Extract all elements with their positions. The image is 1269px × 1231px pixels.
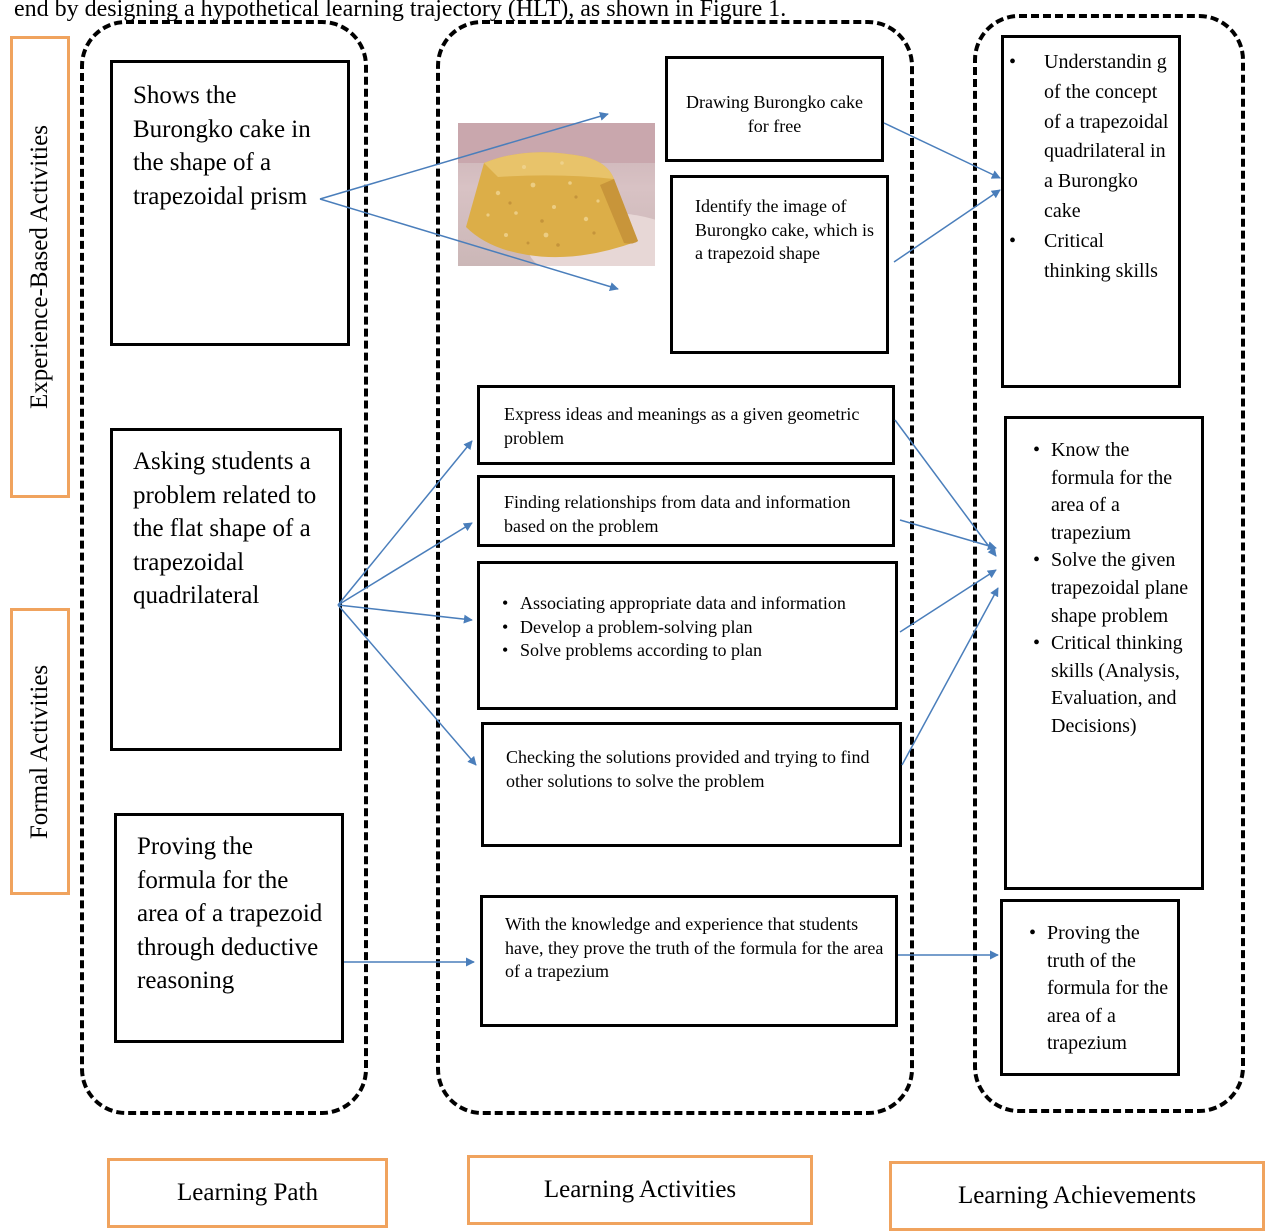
achievement-item: Proving the truth of the formula for the… bbox=[1025, 920, 1173, 1058]
arrow-asking-to-express bbox=[337, 440, 473, 606]
learning-activities-frame bbox=[436, 20, 914, 1115]
arrow-express-to-ach2 bbox=[894, 419, 997, 557]
bottom-label-text: Learning Achievements bbox=[957, 1182, 1197, 1209]
arrow-identify-to-ach1 bbox=[893, 189, 1001, 263]
achievement-item: Critical thinking skills bbox=[1004, 227, 1172, 287]
activity-box-finding: Finding relationships from data and info… bbox=[477, 475, 895, 547]
achievement-item: Solve the given trapezoidal plane shape … bbox=[1029, 547, 1197, 630]
arrow-steps-to-ach2 bbox=[899, 569, 997, 633]
learning-path-frame bbox=[80, 20, 368, 1115]
arrow-asking-to-checking bbox=[337, 604, 477, 766]
path-box-proving-formula: Proving the formula for the area of a tr… bbox=[114, 813, 344, 1043]
activity-box-express: Express ideas and meanings as a given ge… bbox=[477, 385, 895, 465]
path-box-asking-problem: Asking students a problem related to the… bbox=[110, 428, 342, 751]
path-text-show-cake: Shows the Burongko cake in the shape of … bbox=[133, 82, 311, 210]
activity-step-item: Solve problems according to plan bbox=[500, 639, 887, 663]
achievement-list-proving: Proving the truth of the formula for the… bbox=[1025, 920, 1173, 1058]
activity-text-finding: Finding relationships from data and info… bbox=[504, 492, 851, 536]
achievement-box-proving: Proving the truth of the formula for the… bbox=[1000, 899, 1180, 1076]
path-box-show-cake: Shows the Burongko cake in the shape of … bbox=[110, 60, 350, 346]
achievement-box-concept: Understandin g of the concept of a trape… bbox=[1001, 35, 1181, 388]
burongko-cake-image bbox=[458, 123, 655, 266]
activity-text-proving: With the knowledge and experience that s… bbox=[505, 914, 884, 981]
bottom-label-text: Learning Activities bbox=[543, 1176, 737, 1203]
activity-text-checking: Checking the solutions provided and tryi… bbox=[506, 747, 870, 791]
activity-text-drawing: Drawing Burongko cake for free bbox=[686, 92, 863, 136]
activity-steps-list: Associating appropriate data and informa… bbox=[500, 592, 887, 663]
arrow-asking-to-steps bbox=[337, 604, 473, 624]
arrow-path-to-drawing bbox=[319, 111, 609, 200]
achievement-item: Understandin g of the concept of a trape… bbox=[1004, 48, 1172, 227]
learning-achievements-frame bbox=[973, 14, 1245, 1113]
arrow-asking-to-finding bbox=[337, 522, 473, 606]
achievement-item: Know the formula for the area of a trape… bbox=[1029, 437, 1197, 547]
activity-step-item: Develop a problem-solving plan bbox=[500, 616, 887, 640]
arrow-drawing-to-ach1 bbox=[883, 122, 1001, 179]
activity-box-checking: Checking the solutions provided and tryi… bbox=[481, 722, 902, 847]
experience-based-activities-label: Experience-Based Activities bbox=[10, 36, 70, 498]
activity-text-express: Express ideas and meanings as a given ge… bbox=[504, 404, 860, 448]
bottom-label-learning-path: Learning Path bbox=[107, 1158, 388, 1228]
activity-step-item: Associating appropriate data and informa… bbox=[500, 592, 887, 616]
bottom-label-learning-achievements: Learning Achievements bbox=[889, 1161, 1265, 1231]
intro-text: end by designing a hypothetical learning… bbox=[14, 0, 787, 22]
bottom-label-learning-activities: Learning Activities bbox=[467, 1155, 813, 1225]
bottom-label-text: Learning Path bbox=[177, 1179, 318, 1206]
activity-box-proving: With the knowledge and experience that s… bbox=[480, 895, 898, 1027]
arrow-checking-to-ach2 bbox=[901, 587, 999, 766]
achievement-list-concept: Understandin g of the concept of a trape… bbox=[1004, 48, 1172, 286]
achievement-box-formula: Know the formula for the area of a trape… bbox=[1004, 416, 1204, 890]
activity-box-steps: Associating appropriate data and informa… bbox=[477, 561, 898, 710]
achievement-list-formula: Know the formula for the area of a trape… bbox=[1029, 437, 1197, 741]
activity-text-identify: Identify the image of Burongko cake, whi… bbox=[695, 196, 874, 263]
arrow-path-to-identify bbox=[319, 198, 619, 291]
path-text-asking-problem: Asking students a problem related to the… bbox=[133, 448, 317, 609]
achievement-item: Critical thinking skills (Analysis, Eval… bbox=[1029, 630, 1197, 740]
activity-box-identify: Identify the image of Burongko cake, whi… bbox=[670, 175, 889, 354]
path-text-proving-formula: Proving the formula for the area of a tr… bbox=[137, 833, 323, 994]
activity-box-drawing: Drawing Burongko cake for free bbox=[665, 56, 884, 162]
arrow-finding-to-ach2 bbox=[899, 519, 997, 551]
formal-activities-label: Formal Activities bbox=[10, 608, 70, 895]
